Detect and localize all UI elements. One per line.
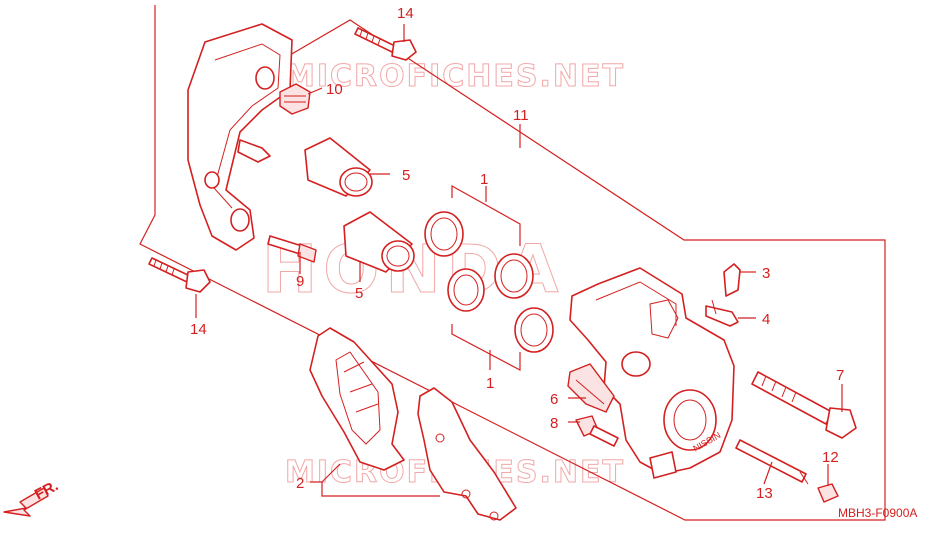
callout-7: 7: [836, 367, 844, 384]
pin-boot-10: [279, 83, 311, 115]
pad-spring-6: [567, 363, 615, 413]
callout-9: 9: [296, 273, 304, 290]
callout-2: 2: [296, 475, 304, 492]
callout-12: 12: [822, 449, 839, 466]
callout-14-left: 14: [190, 321, 207, 338]
caliper-body: NISSIN: [569, 267, 735, 479]
pad-pin-13: [735, 439, 809, 485]
bleeder-8: [575, 415, 619, 447]
callout-5-upper: 5: [402, 167, 410, 184]
forward-direction-arrow: [3, 487, 49, 517]
bolt-14-left: [148, 257, 211, 293]
callout-8: 8: [550, 415, 558, 432]
brake-pad-rear: [309, 327, 405, 471]
bleeder-cap-3: [723, 263, 741, 297]
callout-3: 3: [762, 265, 770, 282]
callout-10: 10: [326, 81, 343, 98]
callout-6: 6: [550, 391, 558, 408]
leader-lines: [195, 24, 843, 497]
bleeder-valve-4: [705, 299, 739, 327]
callout-11: 11: [513, 107, 529, 124]
callout-14-top: 14: [397, 5, 414, 22]
bleeder-9: [267, 235, 317, 263]
pin-bolt-7: [751, 371, 857, 439]
brake-pad-front: [417, 387, 517, 521]
callout-5-lower: 5: [355, 285, 363, 302]
callout-1-lower: 1: [486, 375, 494, 392]
piston-5-upper: [304, 137, 373, 197]
callout-4: 4: [762, 311, 770, 328]
piston-5-lower: [343, 211, 415, 273]
callout-1-upper: 1: [480, 171, 488, 188]
assembly-boundary: [139, 5, 886, 521]
caliper-bracket: [187, 23, 293, 251]
callout-13: 13: [756, 485, 773, 502]
plug-12: [817, 483, 839, 503]
seal-set-1: [424, 211, 554, 353]
diagram-code: MBH3-F0900A: [838, 506, 917, 520]
bolt-14-top: [354, 27, 417, 61]
